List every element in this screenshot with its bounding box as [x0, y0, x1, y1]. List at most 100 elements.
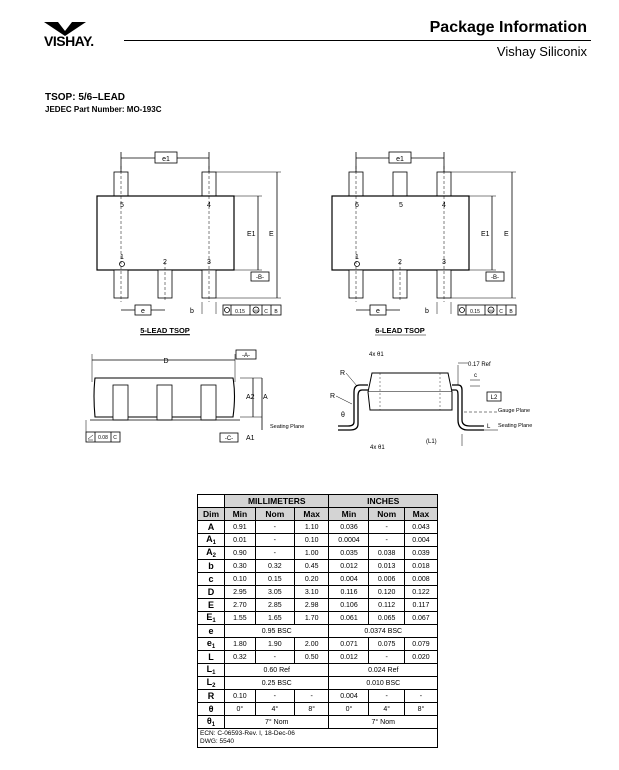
- five-tolerance-frame: 0.15 M C B: [222, 304, 282, 316]
- side-A2-label: A2: [246, 394, 255, 401]
- svg-text:M: M: [489, 308, 492, 313]
- inch-value-0: 0.0004: [328, 533, 370, 547]
- six-pin-3: 3: [442, 259, 446, 266]
- mm-value-0: 0.30: [224, 559, 256, 573]
- inch-span-value: 7° Nom: [328, 715, 438, 729]
- end-theta: θ: [341, 412, 345, 419]
- mm-value-0: 2.95: [224, 585, 256, 599]
- side-datum-c: -C-: [225, 436, 233, 442]
- col-dim: Dim: [197, 507, 225, 521]
- inch-value-2: 0.008: [403, 572, 439, 586]
- mm-span-value: 0.95 BSC: [223, 624, 330, 638]
- end-ref: 0.17 Ref: [468, 362, 491, 368]
- six-pin-4: 4: [442, 202, 446, 209]
- five-pin-4: 4: [207, 202, 211, 209]
- header-rule: [124, 40, 591, 41]
- dim-symbol: D: [197, 585, 225, 599]
- mm-span-value: 0.25 BSC: [223, 676, 330, 690]
- end-c-label: c: [474, 373, 477, 379]
- mm-value-0: 1.55: [224, 611, 256, 625]
- col-in-nom: Nom: [368, 507, 405, 521]
- dim-symbol: e1: [197, 637, 225, 651]
- table-corner: [197, 494, 225, 508]
- mm-value-1: -: [254, 650, 295, 664]
- inch-value-1: -: [368, 689, 405, 703]
- side-A-label: A: [263, 394, 268, 401]
- inch-value-2: 0.039: [403, 546, 439, 560]
- dim-subscript: 2: [212, 553, 216, 559]
- inch-span-value: 0.010 BSC: [328, 676, 438, 690]
- mm-value-2: 3.10: [293, 585, 330, 599]
- end-gauge-plane: Gauge Plane: [498, 408, 530, 414]
- mm-value-0: 0.91: [224, 520, 256, 534]
- svg-text:C: C: [264, 309, 268, 315]
- inch-value-0: 0.012: [328, 650, 370, 664]
- end-seating-plane: Seating Plane: [498, 423, 532, 429]
- logo-mark-icon: [44, 22, 86, 36]
- six-pin-2: 2: [398, 259, 402, 266]
- inch-value-1: 0.075: [368, 637, 405, 651]
- col-mm-min: Min: [224, 507, 256, 521]
- end-L2-label: L2: [491, 395, 498, 401]
- dim-symbol: A1: [197, 533, 225, 547]
- mm-span-value: 7° Nom: [223, 715, 330, 729]
- dim-symbol: R: [197, 689, 225, 703]
- six-E1-label: E1: [481, 231, 490, 238]
- inch-value-2: 0.122: [403, 585, 439, 599]
- six-pin-5: 5: [399, 202, 403, 209]
- five-e-label: e: [141, 308, 145, 315]
- mm-value-1: 2.85: [254, 598, 295, 612]
- side-D-label: D: [163, 358, 168, 365]
- inch-value-1: 0.006: [368, 572, 405, 586]
- five-e1-label: e1: [162, 156, 170, 163]
- mm-value-2: 2.98: [293, 598, 330, 612]
- package-drawing: e1 5 4 1 2 3 E1 E -B- e b: [85, 151, 532, 451]
- dim-symbol: A2: [197, 546, 225, 560]
- dim-symbol: b: [197, 559, 225, 573]
- inch-value-2: 8°: [403, 702, 439, 716]
- five-E-label: E: [269, 231, 274, 238]
- dim-symbol: E: [197, 598, 225, 612]
- six-tolerance-frame: 0.15 M C B: [457, 304, 517, 316]
- col-mm-nom: Nom: [254, 507, 295, 521]
- mm-value-2: -: [293, 689, 330, 703]
- dim-subscript: 2: [212, 683, 216, 689]
- inch-value-0: 0.061: [328, 611, 370, 625]
- six-pin-1: 1: [355, 254, 359, 261]
- inch-value-1: 4°: [368, 702, 405, 716]
- side-seating-plane: Seating Plane: [270, 424, 304, 430]
- dim-symbol: L2: [197, 676, 225, 690]
- svg-text:M: M: [254, 308, 257, 313]
- package-title: TSOP: 5/6–LEAD: [45, 92, 126, 103]
- end-R-mid: R: [330, 393, 335, 400]
- dim-subscript: 1: [211, 722, 216, 728]
- inch-span-value: 0.0374 BSC: [328, 624, 438, 638]
- svg-text:C: C: [113, 435, 117, 441]
- mm-value-1: 0.15: [254, 572, 295, 586]
- svg-text:C: C: [499, 309, 503, 315]
- side-A1-label: A1: [246, 435, 255, 442]
- mm-value-2: 0.10: [293, 533, 330, 547]
- five-pin-5: 5: [120, 202, 124, 209]
- five-b-label: b: [190, 308, 194, 315]
- dim-symbol: θ: [197, 702, 225, 716]
- inch-value-0: 0.106: [328, 598, 370, 612]
- vishay-logo: VISHAY.: [44, 22, 136, 54]
- dim-subscript: 1: [212, 618, 216, 624]
- five-pin-3: 3: [207, 259, 211, 266]
- mm-value-0: 0°: [224, 702, 256, 716]
